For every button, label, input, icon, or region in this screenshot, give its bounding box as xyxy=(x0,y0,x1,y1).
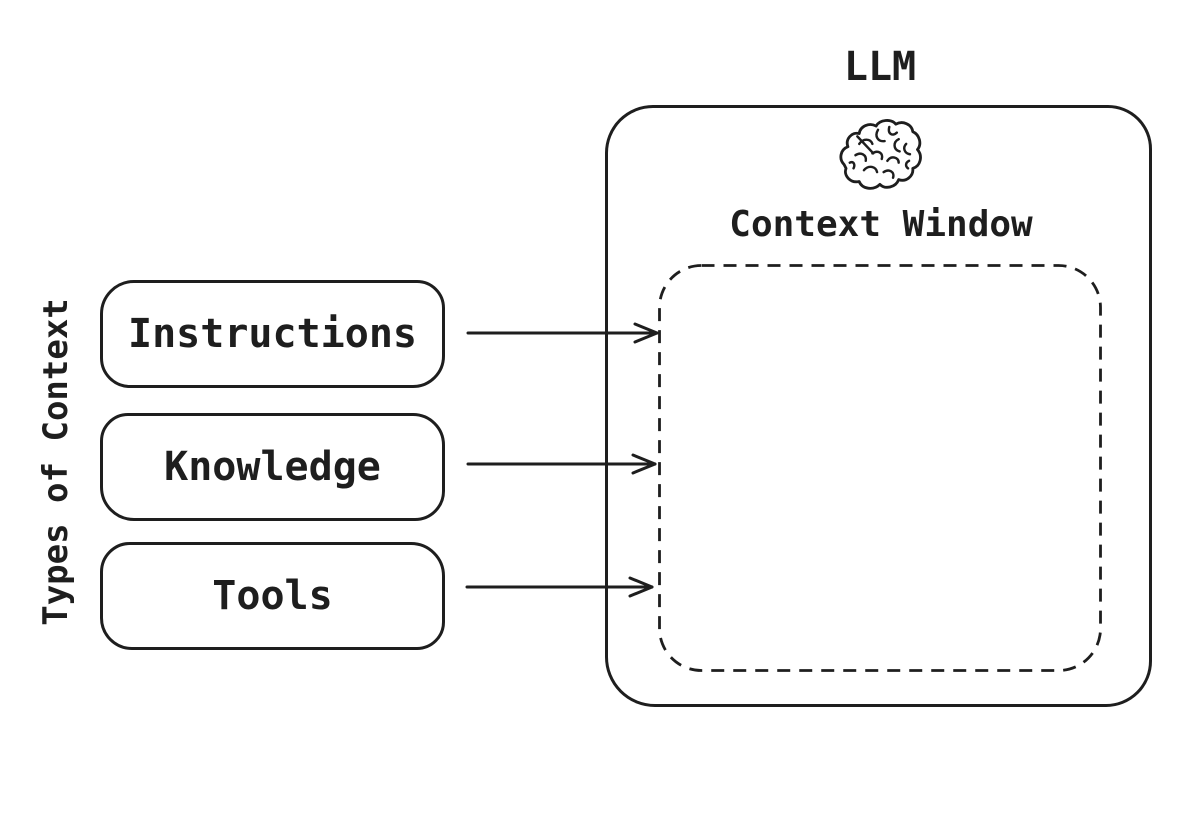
knowledge-box-label: Knowledge xyxy=(164,444,381,490)
types-of-context-label: Types of Context xyxy=(36,298,76,626)
tools-box-label: Tools xyxy=(212,573,333,619)
instructions-box: Instructions xyxy=(100,280,445,388)
llm-title: LLM xyxy=(843,44,917,90)
context-window-label: Context Window xyxy=(729,204,1033,245)
tools-box: Tools xyxy=(100,542,445,650)
instructions-box-label: Instructions xyxy=(128,311,417,357)
brain-icon xyxy=(831,114,925,202)
knowledge-box: Knowledge xyxy=(100,413,445,521)
